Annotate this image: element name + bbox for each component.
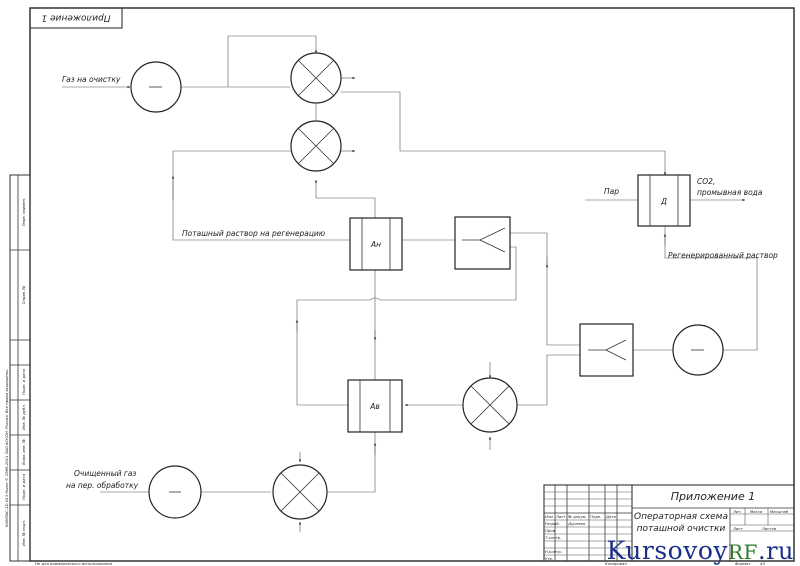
- heat-exchanger-2: [290, 120, 342, 172]
- tb-role-5: Н.контр.: [545, 549, 562, 554]
- tb-role-6: Утв.: [545, 556, 553, 561]
- tb-heading: Приложение 1: [671, 490, 755, 503]
- copied-label: Копировал: [605, 561, 627, 566]
- sheet-tag: Приложение 1: [29, 7, 123, 29]
- desorber: Д: [637, 174, 691, 227]
- format-label: Формат: [735, 561, 751, 566]
- separator-2: [579, 323, 634, 377]
- desorber-label: Д: [660, 197, 667, 206]
- format-value: А3: [759, 561, 766, 566]
- tb-name-line1: Операторная схема: [634, 512, 728, 522]
- tb-col-date: Дата: [605, 514, 617, 519]
- tb-name-line2: поташной очистки: [637, 524, 726, 534]
- sheet-tag-text: Приложение 1: [41, 13, 110, 23]
- side-stamp-box-4: Инв. № дубл.: [21, 404, 26, 430]
- co2-label-line1: СО2,: [697, 177, 715, 186]
- co2-label-line2: промывная вода: [697, 188, 763, 197]
- side-stamp-box-2: Справ. №: [21, 286, 26, 305]
- watermark-accent: RF: [728, 540, 758, 564]
- side-stamp-box-1: Перв. примен.: [21, 198, 26, 227]
- blower-clean-gas: [148, 465, 202, 519]
- gas-in-label: Газ на очистку: [62, 75, 121, 84]
- side-stamp-box-5: Взам. инв. №: [21, 439, 26, 465]
- tb-developer: Дурнева: [567, 521, 586, 526]
- heat-exchanger-1: [290, 52, 342, 104]
- potash-regen-label: Поташный раствор на регенерацию: [182, 229, 325, 238]
- clean-gas-label-line1: Очищенный газ: [74, 469, 136, 478]
- watermark-suffix: .ru: [757, 537, 794, 565]
- heat-exchanger-3: [462, 377, 518, 433]
- side-stamp-box-3: Подп. и дата: [21, 368, 26, 395]
- noncommercial-note: Не для коммерческого использования: [35, 561, 113, 566]
- side-stamp: Перв. примен. Справ. № Подп. и дата Инв.…: [4, 174, 31, 562]
- process-lines: [62, 35, 758, 532]
- tb-col-doc: № докум.: [567, 514, 587, 519]
- tb-col-list: Лист: [555, 514, 566, 519]
- tb-role-2: Пров.: [545, 528, 556, 533]
- heat-exchanger-4: [272, 464, 328, 520]
- pump-regen: [672, 324, 724, 376]
- blower-gas-in: [130, 61, 182, 113]
- site-watermark: KursovoyRF.ru: [607, 536, 794, 565]
- title-block: Изм Лист № докум. Подп. Дата Разраб. Про…: [543, 484, 795, 562]
- watermark-prefix: Kursovoy: [606, 536, 728, 565]
- steam-label: Пар: [604, 187, 619, 196]
- tb-role-1: Разраб.: [545, 521, 560, 526]
- tb-role-3: Т.контр.: [545, 535, 561, 540]
- side-stamp-box-7: Инв. № подл.: [21, 520, 26, 546]
- tb-col-izm: Изм: [545, 514, 553, 519]
- tb-scale: Масштаб: [770, 509, 789, 514]
- absorber-top: Ан: [349, 217, 403, 271]
- tb-col-sign: Подп.: [590, 514, 602, 519]
- side-stamp-box-6: Подп. и дата: [21, 473, 26, 500]
- absorber-top-label: Ан: [370, 240, 381, 249]
- separator-1: [454, 216, 511, 270]
- absorber-bottom: Ав: [347, 379, 403, 433]
- tb-stage: Лит.: [732, 509, 742, 514]
- tb-mass: Масса: [750, 509, 763, 514]
- tb-sheet: Лист: [732, 526, 743, 531]
- absorber-bottom-label: Ав: [369, 402, 380, 411]
- tb-sheets: Листов: [761, 526, 777, 531]
- regenerated-label: Регенерированный раствор: [668, 251, 778, 260]
- clean-gas-label-line2: на пер. обработку: [66, 481, 139, 490]
- side-stamp-note: КОМПАС-3D V13 Home © 1989-2011 ЗАО АСКОН…: [4, 369, 9, 528]
